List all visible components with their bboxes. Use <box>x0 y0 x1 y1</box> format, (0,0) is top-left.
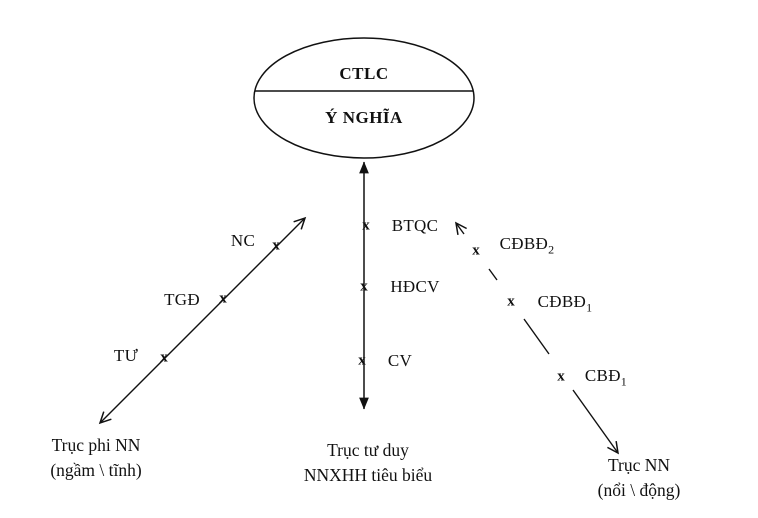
point-marker-btqc: x <box>362 217 370 234</box>
point-label-cdbd1: CĐBĐ1 <box>537 292 593 315</box>
ellipse-shape <box>253 37 475 159</box>
point-label-cv: CV <box>387 351 413 370</box>
point-label-cdbd2: CĐBĐ2 <box>499 234 555 257</box>
point-label-nc: NC <box>230 231 256 250</box>
right-axis-caption-line2: (nổi \ động) <box>597 480 681 500</box>
left-axis-caption: Trục phi NN (ngầm \ tĩnh) <box>50 433 141 483</box>
right-axis-tail-segment <box>572 389 619 455</box>
left-axis-caption-line1: Trục phi NN <box>51 435 141 455</box>
middle-axis-caption-line1: Trục tư duy <box>327 440 409 460</box>
point-label-btqc: BTQC <box>391 216 439 235</box>
ellipse-bottom-label: Ý NGHĨA <box>325 108 403 127</box>
point-label-tu: TƯ <box>113 346 139 365</box>
right-axis-head-segment <box>455 221 467 235</box>
point-marker-nc: x <box>272 237 280 254</box>
point-marker-cv: x <box>358 352 366 369</box>
right-axis-caption-line1: Trục NN <box>607 455 671 475</box>
point-marker-cdbd2: x <box>472 242 480 259</box>
right-axis-dash-segment <box>488 268 498 281</box>
point-marker-cbd1: x <box>557 368 565 385</box>
point-marker-tu: x <box>160 349 168 366</box>
point-label-tgd: TGĐ <box>164 290 200 309</box>
middle-axis-caption: Trục tư duy NNXHH tiêu biểu <box>304 438 432 488</box>
left-axis-caption-line2: (ngầm \ tĩnh) <box>50 460 142 480</box>
point-label-hdcv: HĐCV <box>390 277 440 296</box>
point-marker-cdbd1: x <box>507 293 515 310</box>
ellipse-top-label: CTLC <box>339 64 389 83</box>
point-label-cbd1: CBĐ1 <box>584 366 628 389</box>
right-axis-caption: Trục NN (nổi \ động) <box>598 453 681 503</box>
left-axis-line <box>98 216 307 425</box>
point-marker-hdcv: x <box>360 278 368 295</box>
right-axis-mid-segment <box>523 318 550 355</box>
middle-axis-caption-line2: NNXHH tiêu biểu <box>303 465 433 485</box>
point-marker-tgd: x <box>219 290 227 307</box>
